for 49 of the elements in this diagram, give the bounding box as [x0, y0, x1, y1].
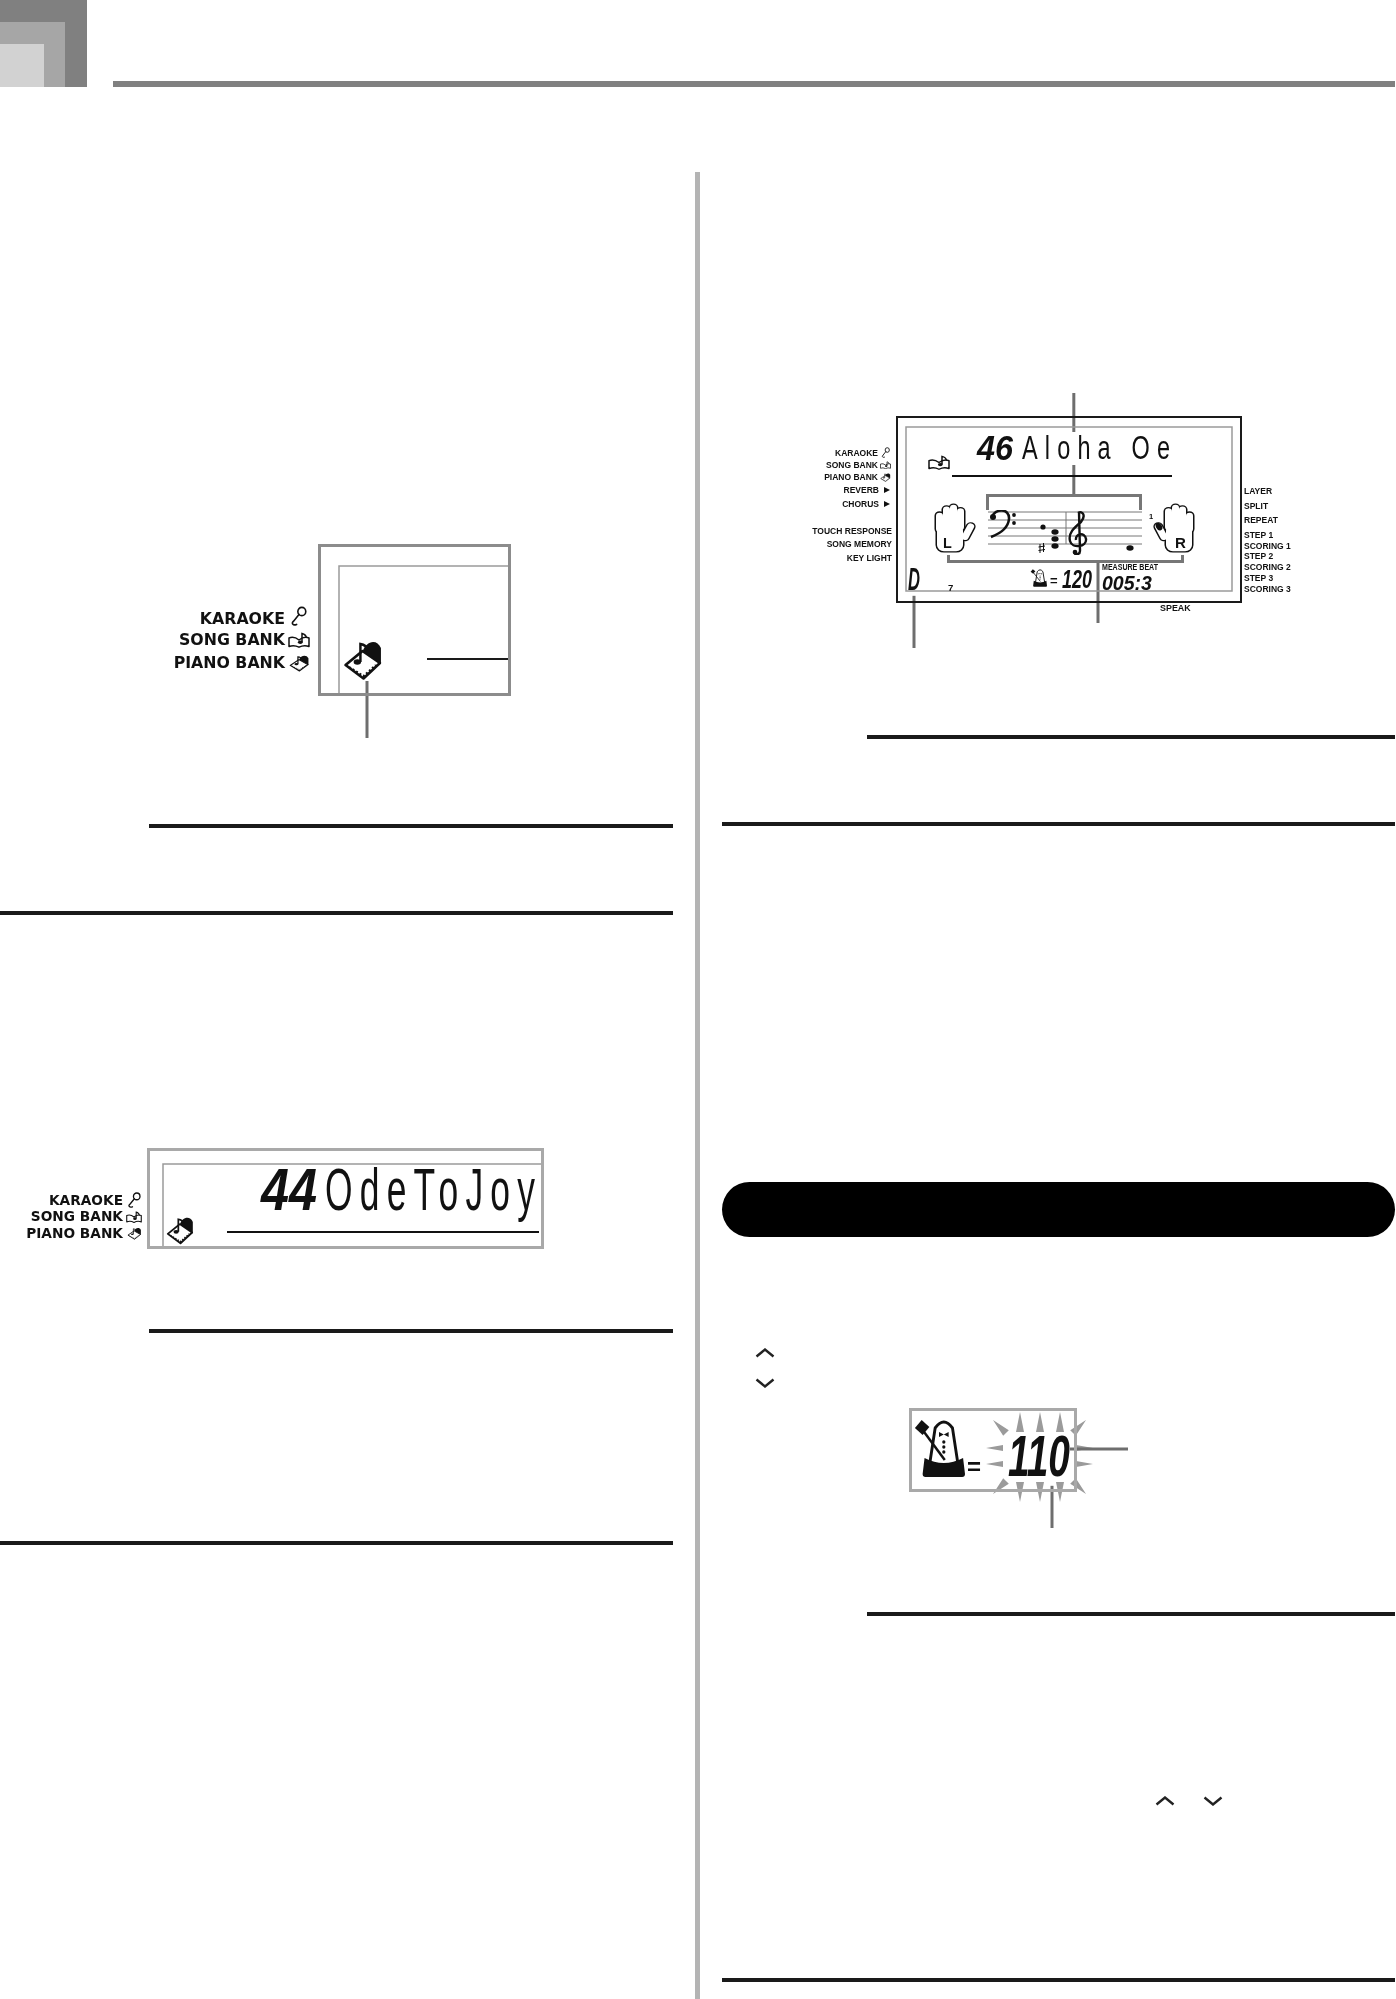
guide-bracket: [986, 494, 1142, 510]
indicator-label: CHORUS: [842, 500, 879, 509]
tempo-value: 110: [1008, 1428, 1070, 1486]
indicator-label: SPLIT: [1244, 502, 1269, 511]
equals-sign: =: [967, 1455, 981, 1479]
leader-line: [1070, 1447, 1128, 1451]
lcd-display: [147, 1148, 544, 1249]
indicator-label: SONG BANK: [30, 1210, 123, 1225]
indicator-label: REVERB: [843, 486, 879, 495]
lcd-display: [896, 416, 1242, 603]
song-number: 46: [977, 430, 1013, 466]
indicator-label: SONG BANK: [826, 461, 878, 470]
equals-sign: =: [1050, 574, 1058, 587]
leader-line: [912, 595, 916, 648]
indicator-label: SONG BANK: [179, 632, 285, 648]
hand-label: R: [1175, 535, 1186, 551]
song-title: Aloha Oe: [1022, 432, 1170, 466]
indicator-label: KARAOKE: [49, 1194, 123, 1209]
indicator-label: SONG MEMORY: [826, 540, 892, 549]
indicator-label: PIANO BANK: [173, 655, 285, 671]
indicator-label: TOUCH RESPONSE: [812, 527, 892, 536]
measure-beat-label: MEASURE BEAT: [1102, 563, 1158, 572]
indicator-label: SPEAK: [1160, 603, 1191, 613]
guide-bracket: [947, 555, 1184, 563]
indicator-label: PIANO BANK: [824, 473, 878, 482]
leader-line: [1096, 563, 1100, 623]
indicator-label: SCORING 1: [1244, 542, 1291, 551]
indicator-label: REPEAT: [1244, 516, 1278, 525]
tempo-value: 120: [1062, 565, 1092, 592]
indicator-label: SCORING 2: [1244, 563, 1291, 572]
measure-beat-value: 005:3: [1102, 573, 1152, 594]
indicator-label: LAYER: [1244, 487, 1273, 496]
lcd-display: [909, 1408, 1077, 1492]
indicator-label: STEP 2: [1244, 552, 1274, 561]
chord-name: D: [908, 564, 920, 596]
indicator-label: PIANO BANK: [26, 1227, 123, 1242]
lcd-display: [318, 544, 511, 696]
indicator-label: KEY LIGHT: [846, 554, 892, 563]
song-number: 44: [261, 1160, 317, 1219]
indicator-label: KARAOKE: [835, 449, 878, 458]
heading-bar: [722, 1182, 1395, 1237]
hand-label: L: [943, 536, 952, 551]
chord-type: 7: [948, 582, 954, 593]
indicator-label: SCORING 3: [1244, 585, 1291, 594]
indicator-label: STEP 1: [1244, 531, 1274, 540]
leader-line: [1050, 1485, 1054, 1528]
leader-line: [365, 681, 369, 738]
indicator-label: KARAOKE: [199, 611, 285, 627]
indicator-label: STEP 3: [1244, 574, 1274, 583]
